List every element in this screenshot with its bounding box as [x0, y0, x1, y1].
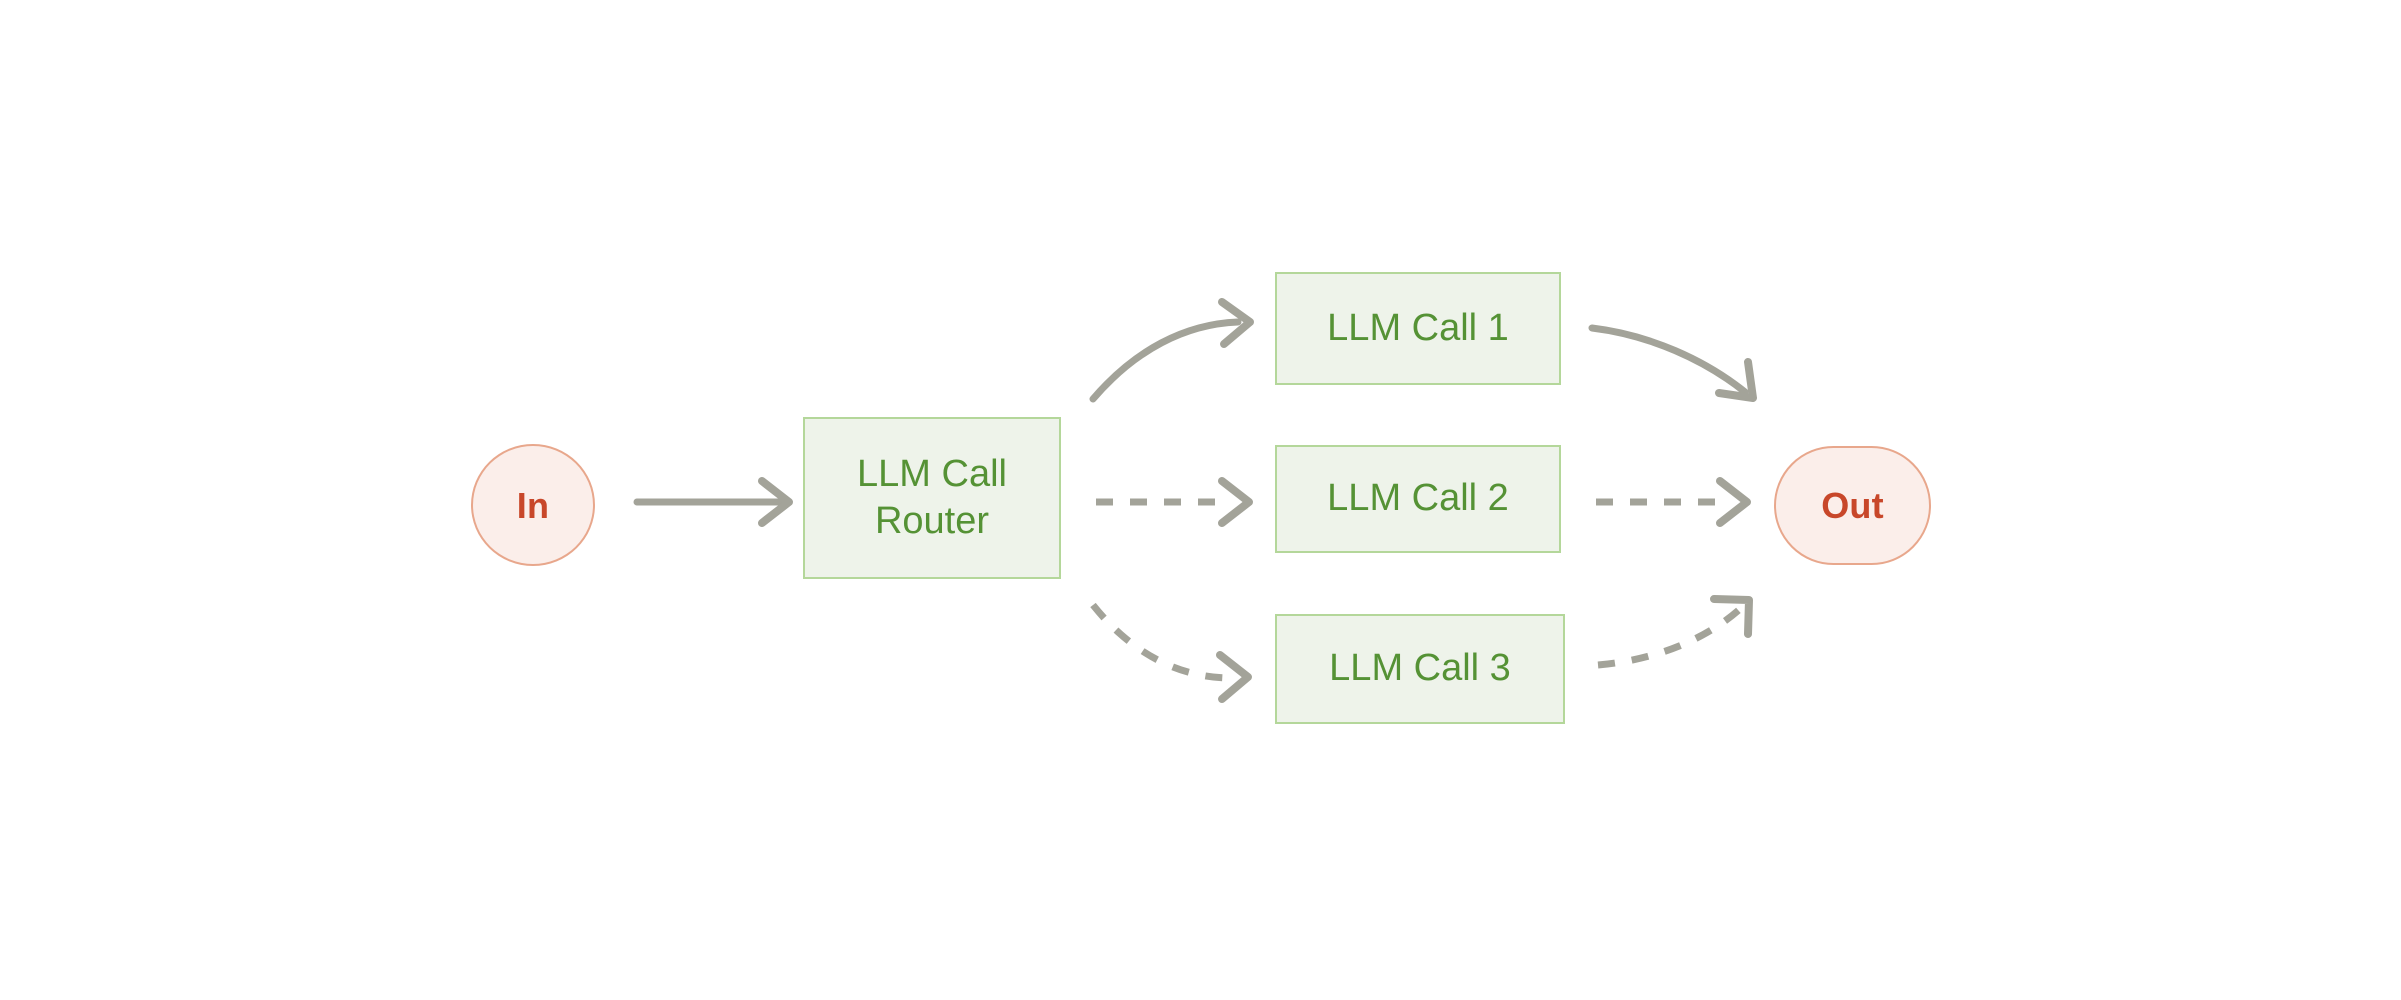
node-llm-call-router-label: LLM Call Router: [857, 452, 1007, 543]
node-llm-call-1[interactable]: LLM Call 1: [1275, 272, 1561, 385]
node-llm-call-3[interactable]: LLM Call 3: [1275, 614, 1565, 724]
node-llm-call-1-label: LLM Call 1: [1327, 306, 1509, 349]
edge-call-2-to-out: [1596, 477, 1751, 527]
node-in-label: In: [516, 484, 550, 526]
edge-call-1-to-out: [1588, 324, 1757, 402]
edge-in-to-router: [633, 477, 793, 527]
edge-router-to-call-2: [1096, 477, 1253, 527]
node-in[interactable]: In: [471, 444, 595, 566]
edge-router-to-call-1: [1089, 298, 1254, 403]
edge-router-to-call-3: [1090, 602, 1252, 703]
node-llm-call-3-label: LLM Call 3: [1329, 647, 1511, 690]
node-llm-call-2[interactable]: LLM Call 2: [1275, 445, 1561, 553]
node-llm-call-2-label: LLM Call 2: [1327, 477, 1509, 520]
edge-call-3-to-out: [1597, 595, 1753, 669]
node-out[interactable]: Out: [1774, 446, 1931, 565]
node-llm-call-router[interactable]: LLM Call Router: [803, 417, 1061, 579]
node-out-label: Out: [1821, 485, 1884, 526]
